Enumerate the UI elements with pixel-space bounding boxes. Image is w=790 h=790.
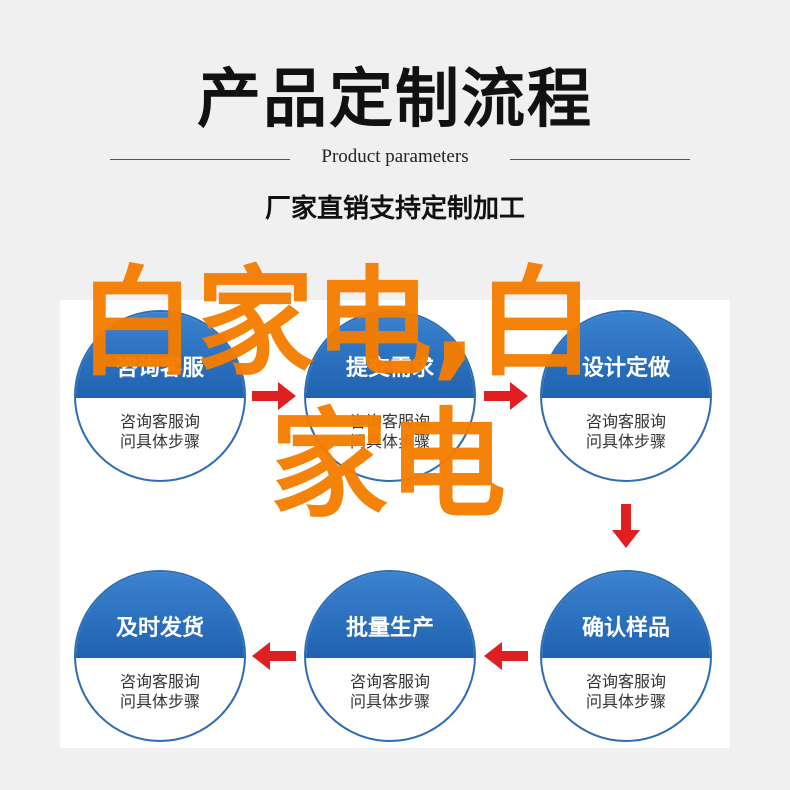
step-mass-production: 批量生产 咨询客服询 问具体步骤 — [304, 570, 476, 742]
arrow-left-icon — [252, 642, 296, 670]
step-desc-line2: 问具体步骤 — [349, 692, 430, 711]
step-desc-line1: 咨询客服询 — [349, 412, 430, 431]
step-title: 及时发货 — [115, 616, 204, 641]
process-panel: 咨询客服 咨询客服询 问具体步骤 提交需求 咨询客服询 问具体步骤 设计定做 咨… — [60, 300, 730, 748]
step-ship: 及时发货 咨询客服询 问具体步骤 — [74, 570, 246, 742]
step-title: 提交需求 — [345, 356, 434, 381]
step-title: 设计定做 — [581, 356, 670, 381]
step-confirm-sample: 确认样品 咨询客服询 问具体步骤 — [540, 570, 712, 742]
step-desc-line2: 问具体步骤 — [119, 432, 200, 451]
subtitle: Product parameters — [321, 146, 469, 167]
step-submit: 提交需求 咨询客服询 问具体步骤 — [304, 310, 476, 482]
step-desc-line1: 咨询客服询 — [119, 412, 200, 431]
subtitle-rule-left — [110, 159, 290, 160]
step-desc-line2: 问具体步骤 — [585, 432, 666, 451]
step-desc-line1: 咨询客服询 — [119, 672, 200, 691]
arrow-right-icon — [484, 382, 528, 410]
step-design: 设计定做 咨询客服询 问具体步骤 — [540, 310, 712, 482]
tagline: 厂家直销支持定制加工 — [264, 194, 525, 224]
step-desc-line1: 咨询客服询 — [585, 672, 666, 691]
step-desc-line1: 咨询客服询 — [585, 412, 666, 431]
step-desc-line1: 咨询客服询 — [349, 672, 430, 691]
step-desc-line2: 问具体步骤 — [119, 692, 200, 711]
step-title: 批量生产 — [345, 616, 434, 641]
step-desc-line2: 问具体步骤 — [349, 432, 430, 451]
page-title: 产品定制流程 — [197, 62, 593, 137]
arrow-left-icon — [484, 642, 528, 670]
arrow-right-icon — [252, 382, 296, 410]
step-title: 咨询客服 — [115, 356, 204, 381]
step-title: 确认样品 — [581, 616, 670, 641]
subtitle-rule-right — [510, 159, 690, 160]
step-consult: 咨询客服 咨询客服询 问具体步骤 — [74, 310, 246, 482]
step-desc-line2: 问具体步骤 — [585, 692, 666, 711]
arrow-down-icon — [612, 504, 640, 548]
